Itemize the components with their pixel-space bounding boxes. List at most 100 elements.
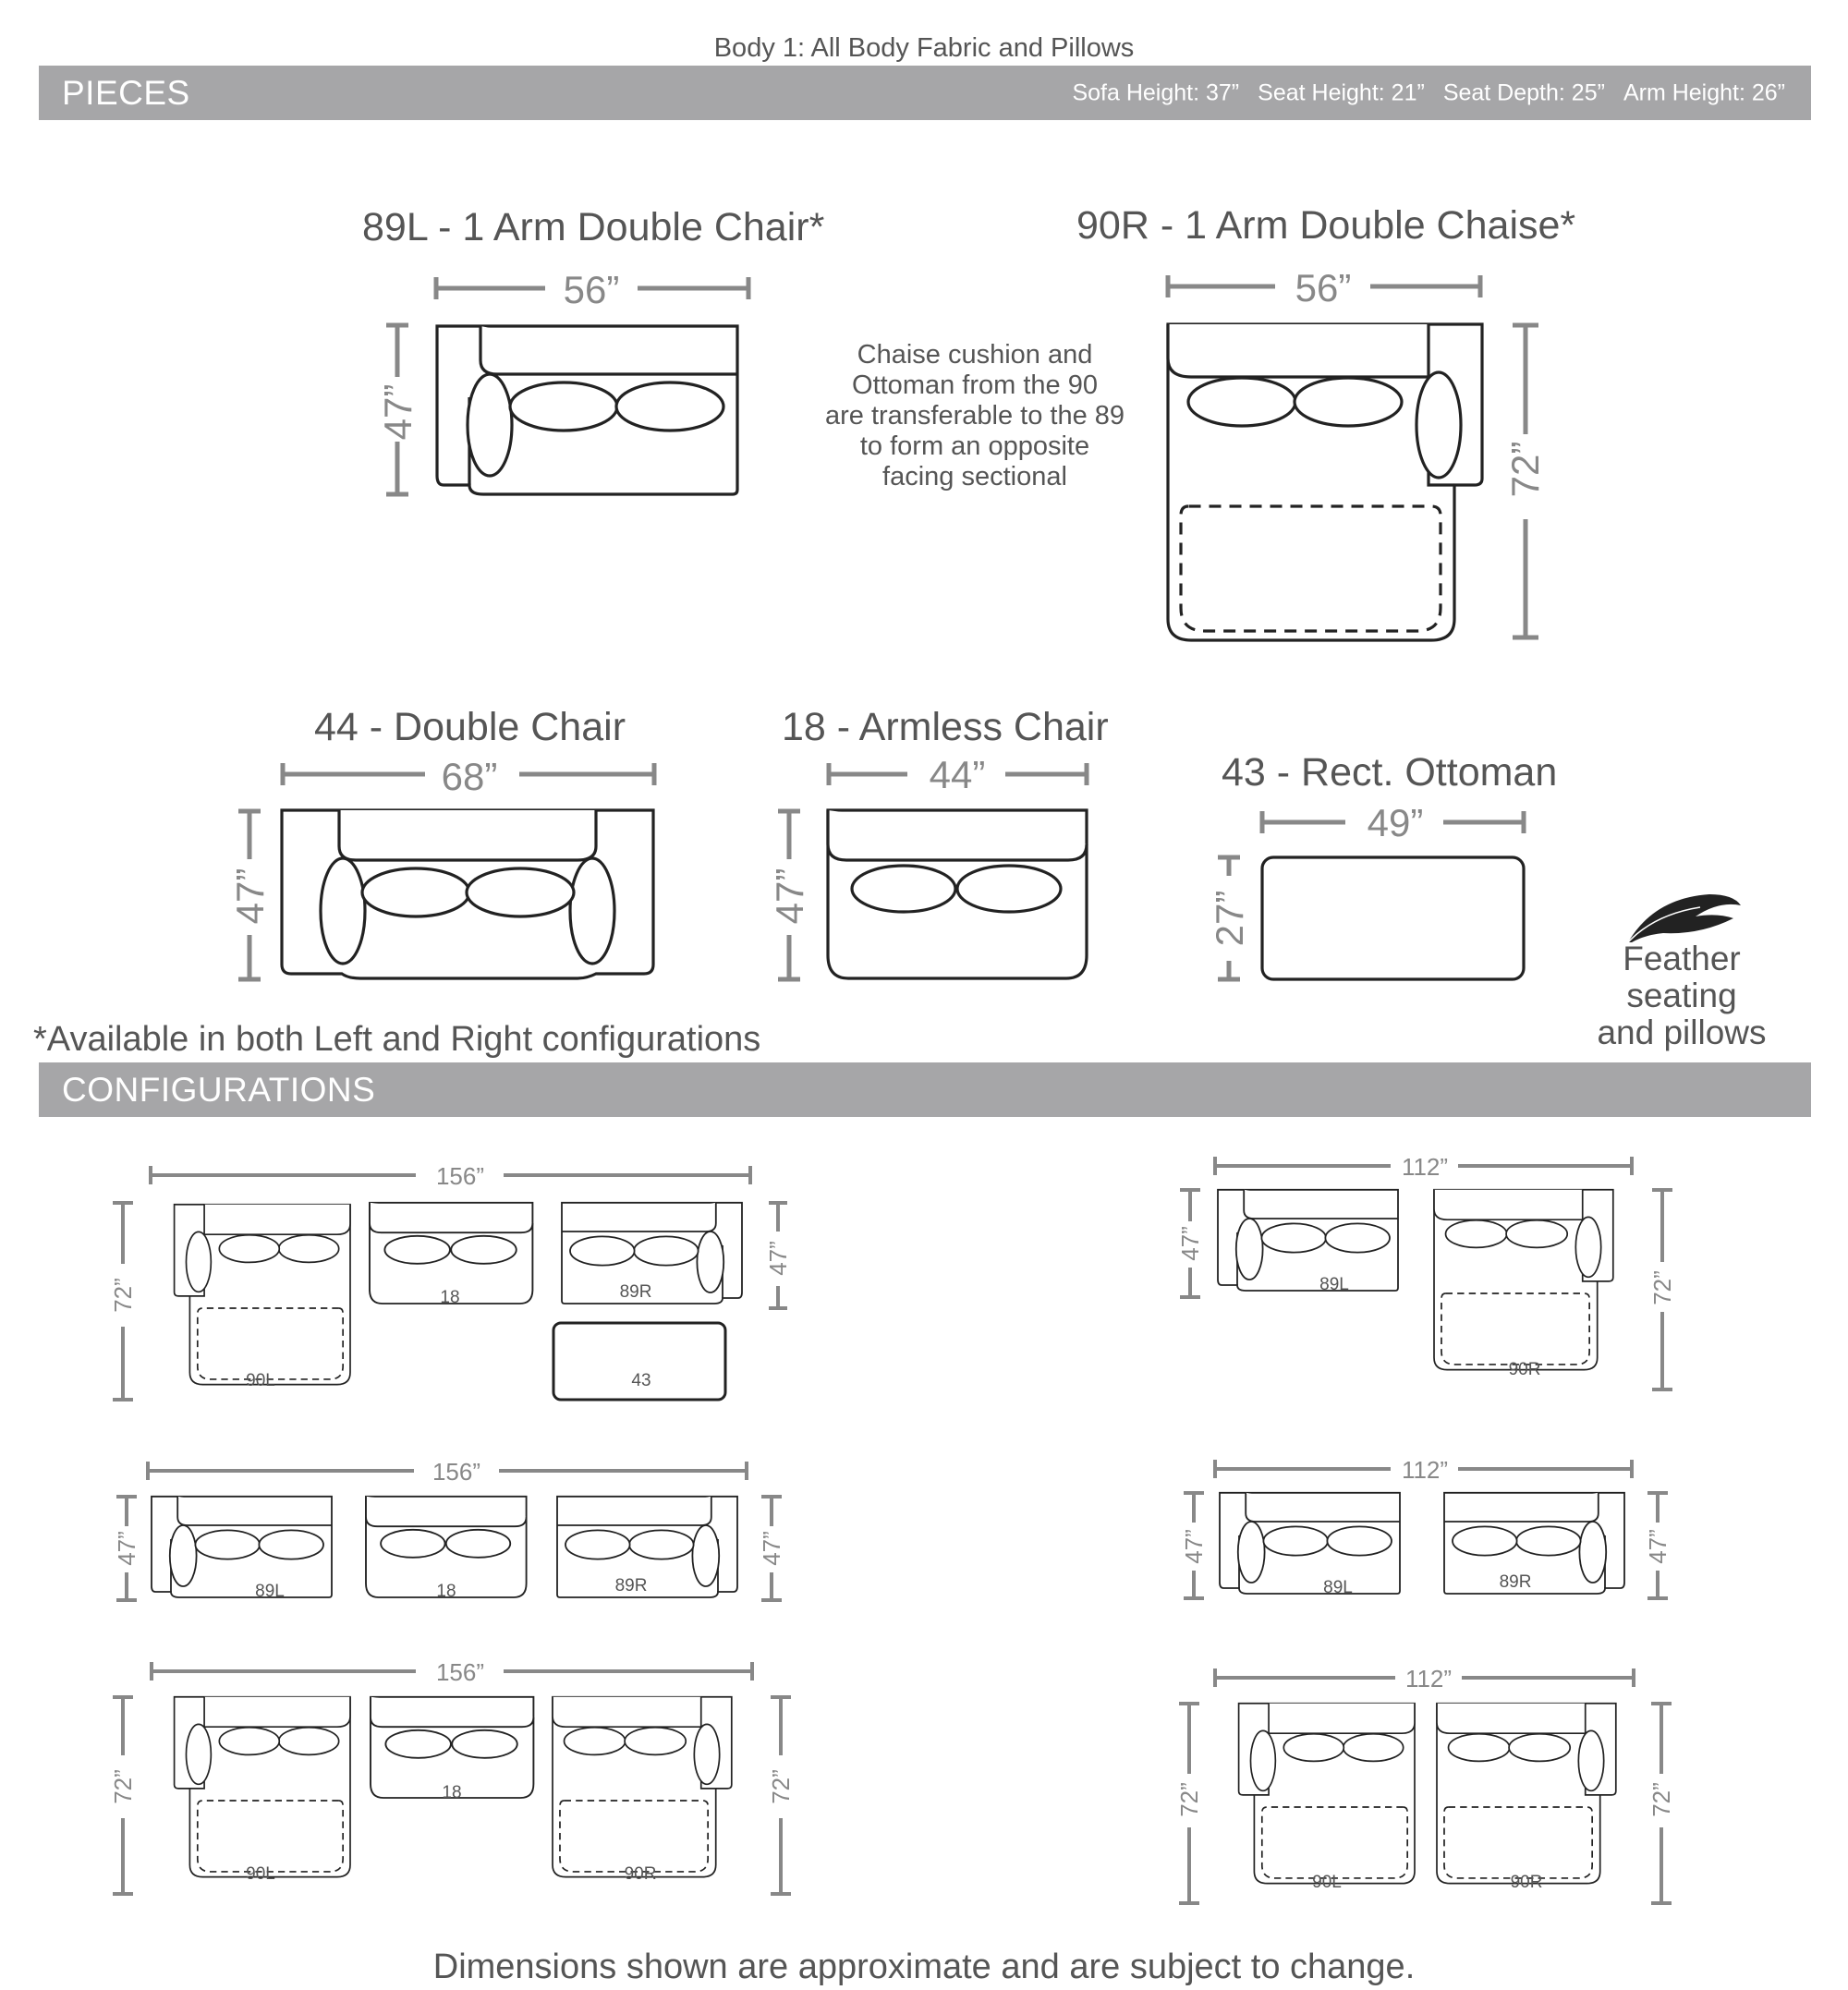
config-5-dim-labels: 156” 72” 72”	[109, 1658, 795, 1804]
pieces-label: PIECES	[62, 73, 190, 112]
dim-18-depth	[778, 808, 800, 982]
dim-43-width-label: 49”	[1368, 801, 1424, 844]
config-5-left-label: 72”	[109, 1769, 137, 1804]
configurations-header-bar: CONFIGURATIONS	[39, 1062, 1811, 1117]
footer-disclaimer: Dimensions shown are approximate and are…	[432, 1948, 1416, 1986]
config-label-18: 18	[440, 1288, 459, 1307]
spec-sofa-height: Sofa Height: 37”	[1072, 79, 1240, 105]
config-5-dims	[113, 1662, 791, 1896]
config-6-width-label: 112”	[1405, 1665, 1452, 1693]
config-label-89r: 89R	[620, 1282, 652, 1302]
config-1-dims	[113, 1166, 787, 1401]
config-label-90r: 90R	[1511, 1873, 1543, 1892]
config-label-89r: 89R	[615, 1576, 648, 1596]
dim-43-depth-label: 27”	[1208, 891, 1251, 947]
config-3-dims	[116, 1462, 782, 1602]
config-3-left-label: 47”	[113, 1531, 140, 1566]
feather-line: Feather	[1623, 940, 1741, 977]
config-6-dim-labels: 112” 72” 72”	[1175, 1665, 1675, 1817]
config-2-drawing	[1217, 1188, 1614, 1371]
dim-90r-width-label: 56”	[1295, 266, 1352, 309]
config-4-dims	[1184, 1460, 1668, 1600]
config-label-90l: 90L	[1312, 1873, 1342, 1892]
specs-list: Sofa Height: 37” Seat Height: 21” Seat D…	[1072, 79, 1785, 106]
piece-title-18: 18 - Armless Chair	[782, 705, 1109, 749]
piece-18-drawing	[826, 808, 1088, 980]
feather-icon	[1627, 894, 1741, 943]
note-line: are transferable to the 89	[824, 401, 1125, 431]
piece-43-drawing	[1260, 855, 1526, 981]
config-3-labels: 89L 18 89R	[255, 1576, 647, 1601]
config-1-right-label: 47”	[764, 1241, 792, 1276]
config-2-dims	[1180, 1157, 1672, 1391]
configurations-label: CONFIGURATIONS	[62, 1070, 376, 1109]
note-line: facing sectional	[882, 462, 1067, 491]
dim-89l-depth	[386, 322, 408, 497]
note-line: Ottoman from the 90	[852, 370, 1098, 400]
config-6-left-label: 72”	[1175, 1782, 1203, 1817]
config-5-right-label: 72”	[767, 1769, 795, 1804]
config-label-43: 43	[631, 1371, 650, 1390]
dim-18-width	[826, 763, 1089, 785]
config-1-dim-labels: 156” 72” 47”	[109, 1162, 792, 1313]
config-2-left-label: 47”	[1176, 1226, 1204, 1261]
piece-title-89l: 89L - 1 Arm Double Chair*	[362, 205, 825, 249]
spec-seat-height: Seat Height: 21”	[1258, 79, 1425, 105]
config-label-90r: 90R	[625, 1864, 657, 1884]
config-5-width-label: 156”	[436, 1658, 484, 1686]
dim-90r-depth	[1513, 322, 1538, 640]
config-4-right-label: 47”	[1644, 1529, 1672, 1564]
config-label-89l: 89L	[255, 1582, 285, 1601]
config-4-dim-labels: 112” 47” 47”	[1180, 1456, 1672, 1564]
dim-44-depth	[238, 808, 261, 982]
piece-title-90r: 90R - 1 Arm Double Chaise*	[1076, 203, 1576, 248]
config-2-dim-labels: 112” 47” 72”	[1176, 1153, 1676, 1305]
config-label-18: 18	[442, 1783, 461, 1802]
config-1-left-label: 72”	[109, 1278, 137, 1313]
dim-18-depth-label: 47”	[768, 868, 811, 925]
piece-90r-drawing	[1166, 322, 1484, 642]
dim-44-depth-label: 47”	[228, 868, 272, 925]
transfer-note: Chaise cushion and Ottoman from the 90 a…	[799, 340, 1150, 492]
config-4-drawing	[1219, 1491, 1625, 1595]
piece-title-44: 44 - Double Chair	[314, 705, 626, 749]
dim-89l-width-label: 56”	[564, 268, 620, 311]
config-3-right-label: 47”	[758, 1531, 785, 1566]
dim-43-depth	[1218, 855, 1240, 982]
config-label-89l: 89L	[1319, 1275, 1349, 1294]
config-3-dim-labels: 156” 47” 47”	[113, 1458, 785, 1566]
config-1-labels: 90L 18 89R 43	[246, 1282, 651, 1390]
config-label-90l: 90L	[246, 1864, 275, 1884]
config-label-90l: 90L	[246, 1371, 275, 1390]
feather-line: seating	[1626, 977, 1737, 1014]
pieces-header-bar: PIECES Sofa Height: 37” Seat Height: 21”…	[39, 66, 1811, 120]
dim-44-width	[280, 763, 657, 785]
config-3-width-label: 156”	[432, 1458, 480, 1486]
availability-note: *Available in both Left and Right config…	[33, 1020, 761, 1059]
config-4-left-label: 47”	[1180, 1529, 1208, 1564]
config-2-width-label: 112”	[1402, 1153, 1448, 1181]
config-label-89r: 89R	[1500, 1572, 1532, 1592]
config-label-90r: 90R	[1509, 1360, 1541, 1379]
piece-title-43: 43 - Rect. Ottoman	[1222, 750, 1558, 795]
dim-89l-depth-label: 47”	[376, 384, 419, 441]
config-1-width-label: 156”	[436, 1162, 484, 1190]
config-2-right-label: 72”	[1648, 1270, 1676, 1305]
piece-44-drawing	[280, 808, 655, 980]
config-6-dims	[1179, 1668, 1672, 1905]
body-title: Body 1: All Body Fabric and Pillows	[713, 33, 1135, 63]
note-line: Chaise cushion and	[857, 340, 1093, 370]
config-6-labels: 90L 90R	[1312, 1873, 1542, 1892]
config-6-drawing	[1237, 1702, 1617, 1885]
dim-90r-width	[1165, 275, 1483, 297]
config-5-labels: 90L 18 90R	[246, 1783, 656, 1884]
note-line: to form an opposite	[859, 431, 1090, 461]
config-1-drawing	[173, 1201, 743, 1401]
config-6-right-label: 72”	[1647, 1782, 1675, 1817]
config-label-89l: 89L	[1323, 1578, 1353, 1597]
config-2-labels: 89L 90R	[1319, 1275, 1540, 1379]
config-4-labels: 89L 89R	[1323, 1572, 1531, 1597]
dim-18-width-label: 44”	[930, 753, 986, 796]
config-4-width-label: 112”	[1402, 1456, 1448, 1484]
